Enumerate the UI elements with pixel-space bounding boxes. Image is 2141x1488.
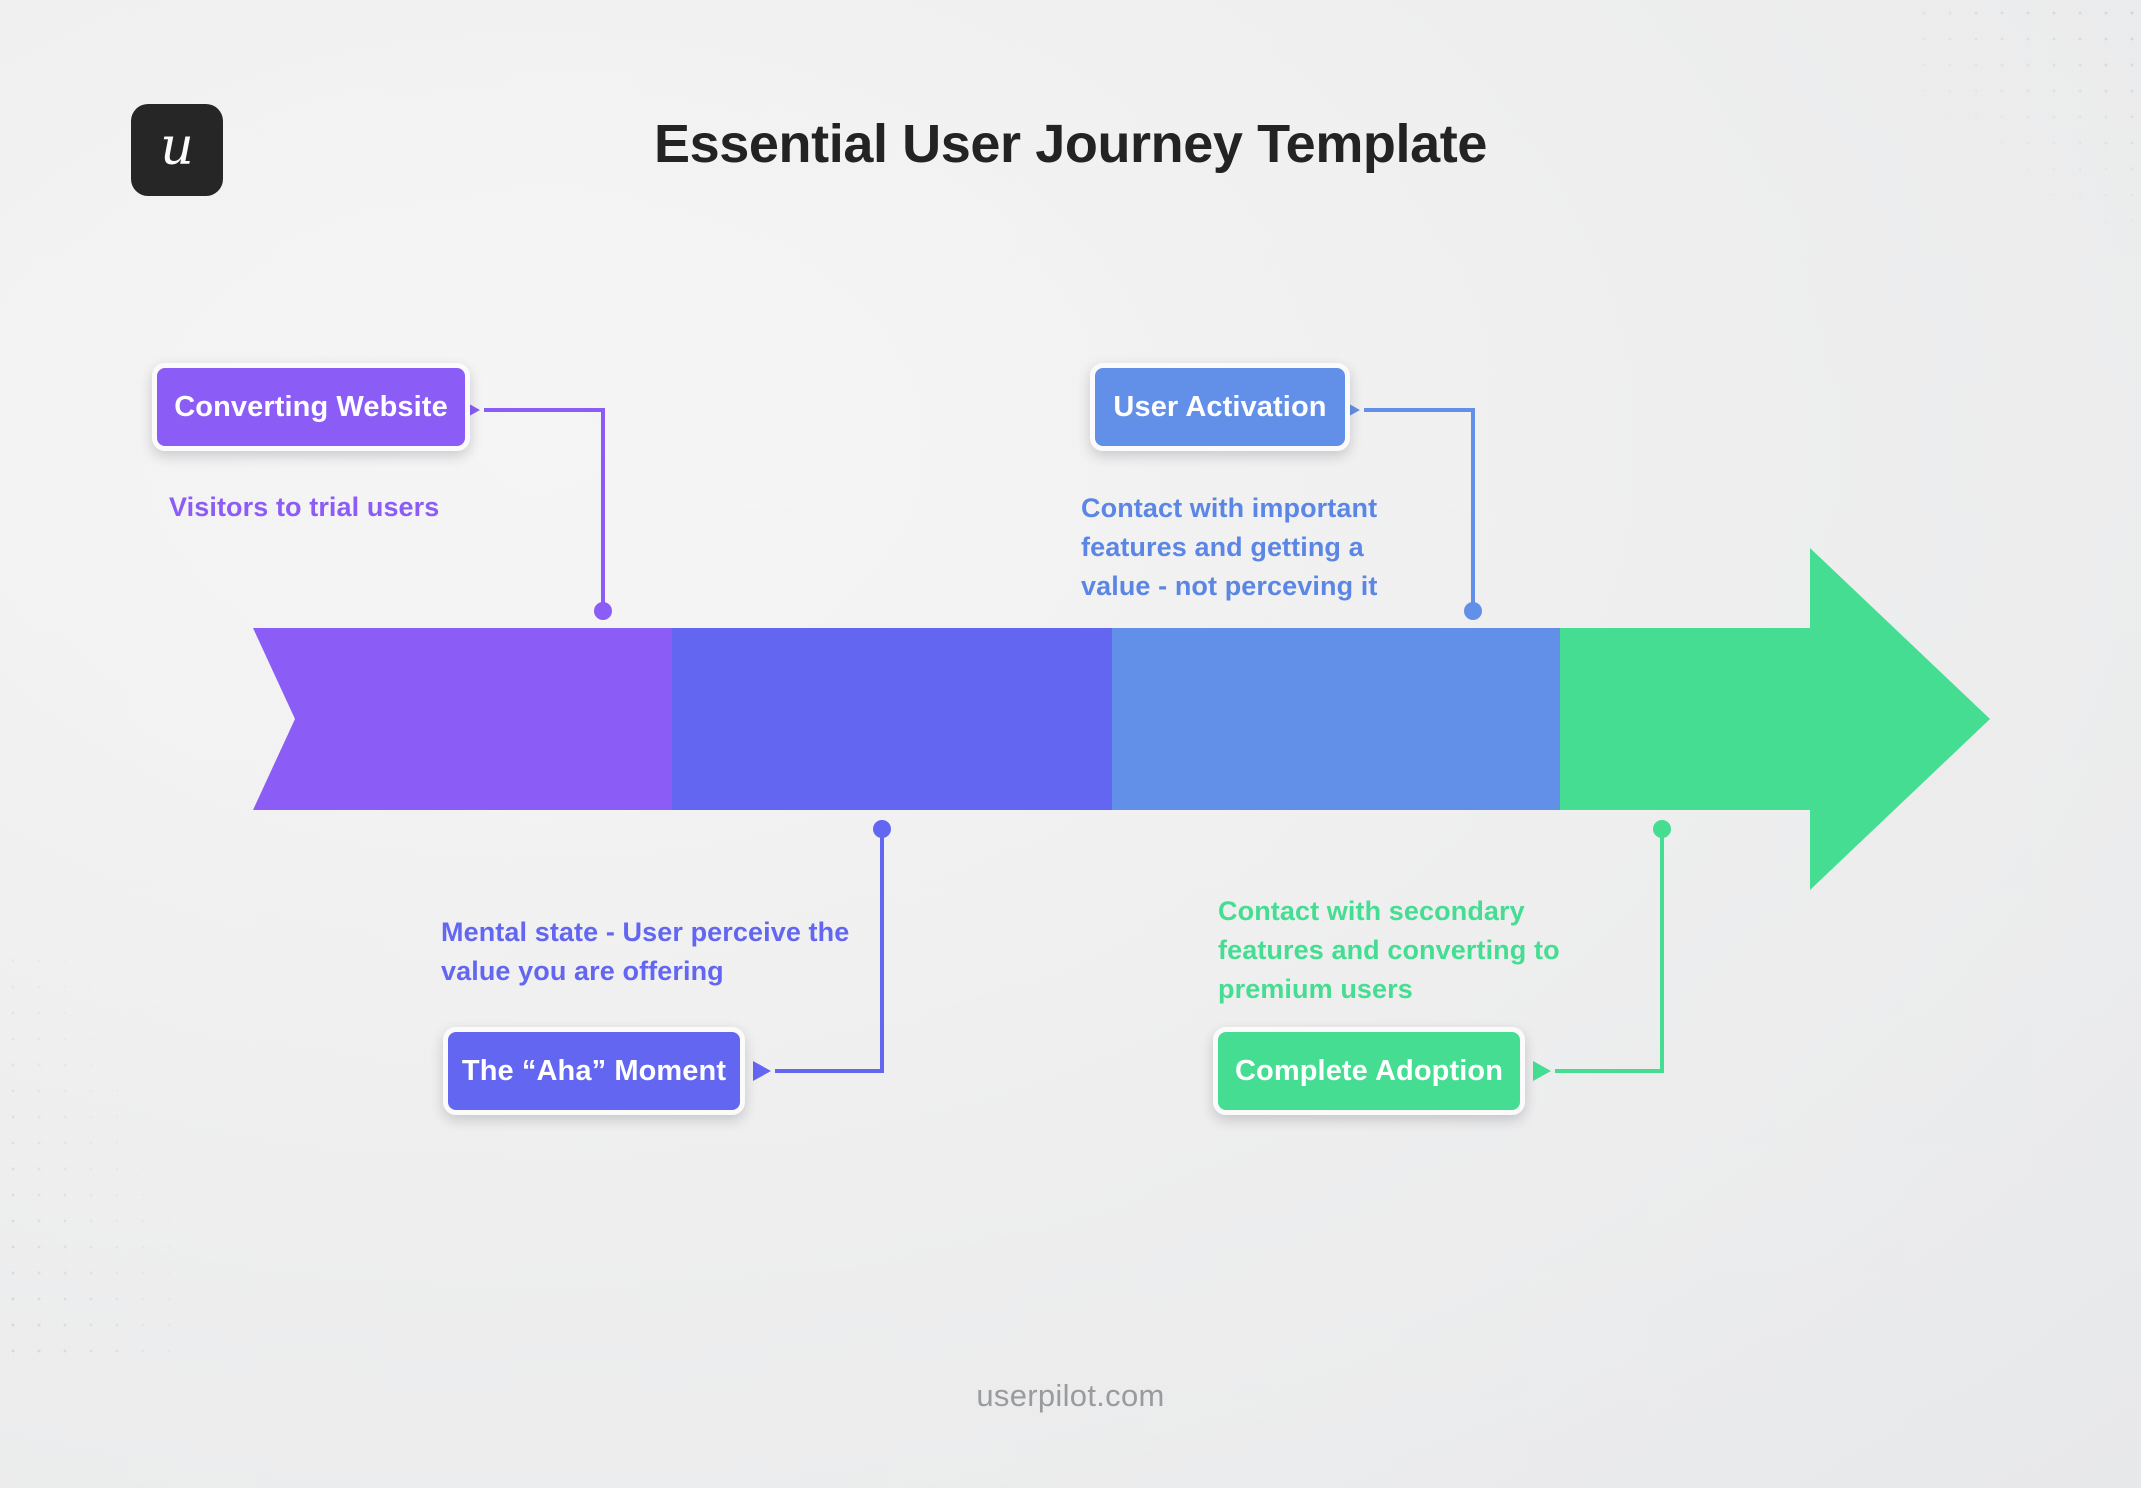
logo-glyph: u: [160, 117, 194, 177]
connector-converting-website: [462, 400, 612, 620]
segment-converting-website: [253, 628, 672, 810]
stage-description-user-activation: Contact with important features and gett…: [1081, 493, 1378, 601]
segment-complete-adoption: [1560, 548, 1990, 890]
page-title: Essential User Journey Template: [654, 114, 1487, 174]
stage-label-aha-moment[interactable]: The “Aha” Moment: [443, 1027, 745, 1115]
segment-user-activation: [1112, 628, 1560, 810]
footer-website-url: userpilot.com: [976, 1378, 1165, 1413]
stage-description-complete-adoption: Contact with secondary features and conv…: [1218, 896, 1560, 1004]
stage-label-converting-website[interactable]: Converting Website: [152, 363, 470, 451]
stage-label-complete-adoption[interactable]: Complete Adoption: [1213, 1027, 1525, 1115]
stage-label-user-activation[interactable]: User Activation: [1090, 363, 1350, 451]
userpilot-logo: u: [131, 104, 223, 196]
stage-description-converting-website: Visitors to trial users: [169, 492, 440, 522]
segment-aha-moment: [672, 628, 1112, 810]
stage-description-aha-moment: Mental state - User perceive the value y…: [441, 917, 850, 986]
connector-aha-moment: [753, 820, 891, 1081]
connector-complete-adoption: [1533, 820, 1671, 1081]
